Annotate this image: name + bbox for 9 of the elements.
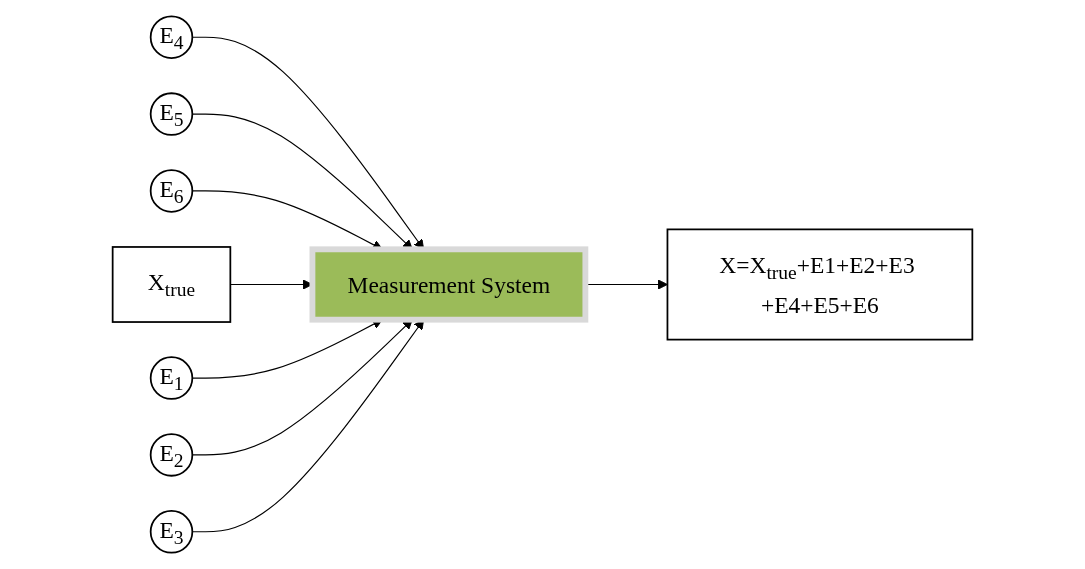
node-circle: E$_{3}$ <box>149 510 194 554</box>
node-circle: E$_{5}$ <box>149 92 194 136</box>
node-circle: E$_{1}$ <box>149 356 194 400</box>
node-circle: E$_{6}$ <box>149 169 194 213</box>
node-box: X$_{true}$ <box>111 246 232 323</box>
node-box: X=X$_{true}$+E1+E2+E3 +E4+E5+E6 <box>666 228 974 341</box>
node-box: Measurement System <box>309 246 589 323</box>
node-circle: E$_{4}$ <box>149 15 194 59</box>
node-circle: E$_{2}$ <box>149 433 194 477</box>
